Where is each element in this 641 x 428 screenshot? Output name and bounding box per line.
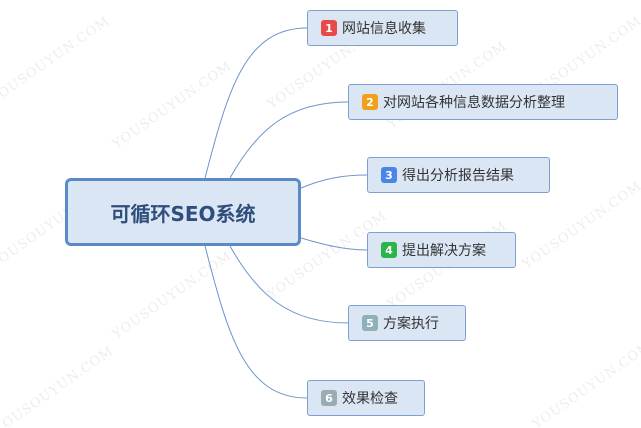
branch-node-label: 对网站各种信息数据分析整理 [383,95,565,111]
connector-line-3 [300,174,368,189]
priority-badge-icon: 1 [321,20,337,36]
connector-line-4 [300,237,368,251]
branch-node-3[interactable]: 3 得出分析报告结果 [367,157,550,193]
priority-badge-icon: 6 [321,390,337,406]
priority-badge-icon: 5 [362,315,378,331]
priority-badge-icon: 3 [381,167,397,183]
branch-node-4[interactable]: 4 提出解决方案 [367,232,516,268]
branch-node-1[interactable]: 1 网站信息收集 [307,10,458,46]
branch-node-label: 得出分析报告结果 [402,168,514,184]
priority-badge-icon: 2 [362,94,378,110]
branch-node-label: 提出解决方案 [402,243,486,259]
branch-node-2[interactable]: 2 对网站各种信息数据分析整理 [348,84,618,120]
branch-node-5[interactable]: 5 方案执行 [348,305,466,341]
root-node[interactable]: 可循环SEO系统 [65,178,301,246]
connector-line-1 [204,27,308,179]
branch-node-6[interactable]: 6 效果检查 [307,380,425,416]
root-node-label: 可循环SEO系统 [110,201,256,226]
priority-badge-icon: 4 [381,242,397,258]
connector-line-2 [229,101,349,179]
branch-node-label: 方案执行 [383,316,439,332]
connector-line-5 [229,245,349,324]
connector-line-6 [204,245,308,399]
branch-node-label: 效果检查 [342,391,398,407]
branch-node-label: 网站信息收集 [342,21,426,37]
